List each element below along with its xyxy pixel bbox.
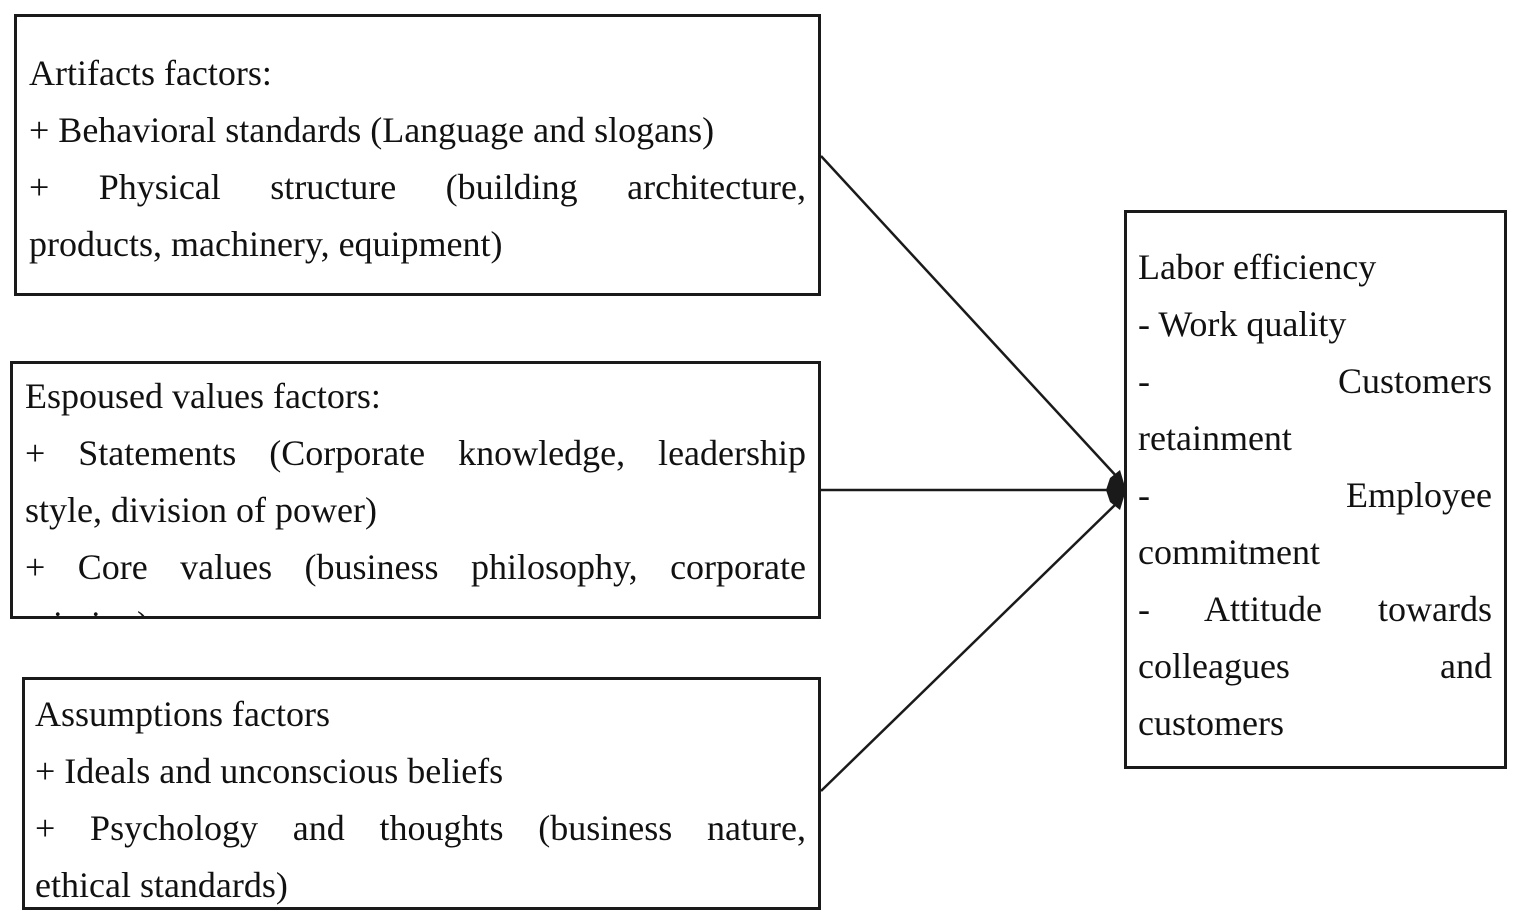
labor-item-customers-line1: - Customers [1138, 361, 1492, 401]
artifacts-item-physical-line2: products, machinery, equipment) [29, 224, 503, 264]
assumptions-item-ideals: + Ideals and unconscious beliefs [35, 751, 504, 791]
labor-item-employee-line2: commitment [1138, 532, 1320, 572]
labor-title: Labor efficiency [1138, 247, 1377, 287]
labor-item-work-quality: - Work quality [1138, 304, 1347, 344]
artifacts-factors-box: Artifacts factors: + Behavioral standard… [14, 14, 821, 296]
espoused-item-statements-line2: style, division of power) [25, 490, 377, 530]
arrow-artifacts-to-labor [820, 155, 1119, 479]
labor-item-attitude-line2: colleagues and [1138, 646, 1492, 686]
assumptions-title: Assumptions factors [35, 694, 330, 734]
assumptions-item-psychology-line2: ethical standards) [35, 865, 288, 905]
labor-item-attitude-line3: customers [1138, 703, 1284, 743]
espoused-values-factors-box: Espoused values factors: + Statements (C… [10, 361, 821, 619]
artifacts-item-physical-line1: + Physical structure (building architect… [29, 167, 807, 207]
artifacts-item-behavioral: + Behavioral standards (Language and slo… [29, 110, 715, 150]
labor-item-customers-line2: retainment [1138, 418, 1292, 458]
espoused-item-core-values-line1: + Core values (business philosophy, corp… [25, 547, 806, 587]
espoused-item-statements-line1: + Statements (Corporate knowledge, leade… [25, 433, 806, 473]
espoused-title: Espoused values factors: [25, 376, 381, 416]
arrow-assumptions-to-labor [820, 501, 1119, 792]
labor-efficiency-box: Labor efficiency - Work quality - Custom… [1124, 210, 1507, 769]
assumptions-factors-box: Assumptions factors + Ideals and unconsc… [22, 677, 821, 910]
artifacts-title: Artifacts factors: [29, 53, 272, 93]
labor-item-employee-line1: - Employee [1138, 475, 1492, 515]
labor-item-attitude-line1: - Attitude towards [1138, 589, 1493, 629]
arrowhead [1106, 470, 1126, 510]
assumptions-item-psychology-line1: + Psychology and thoughts (business natu… [35, 808, 806, 848]
espoused-item-core-values-line2: mission) [25, 596, 806, 616]
